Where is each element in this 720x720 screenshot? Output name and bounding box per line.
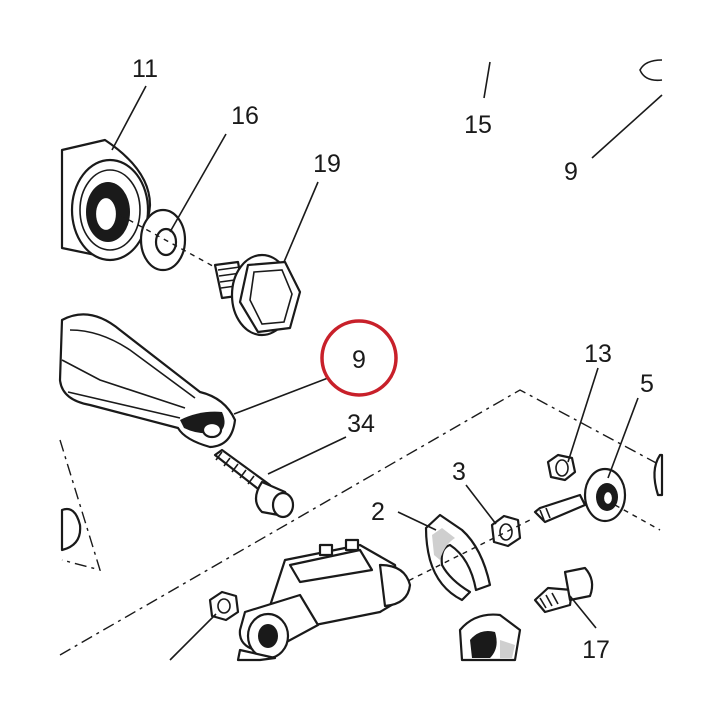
callout-17: 17 — [582, 636, 610, 664]
part-34-screw — [213, 448, 295, 519]
part-9-arm — [58, 313, 237, 449]
part-top-right — [639, 59, 663, 82]
part-master-cylinder — [236, 538, 412, 662]
part-2-clamp — [424, 513, 492, 602]
callout-11: 11 — [132, 55, 158, 83]
part-3-nut — [490, 514, 522, 548]
callout-34: 34 — [347, 410, 375, 438]
callout-9-circled: 9 — [352, 346, 366, 374]
part-19-flange-bolt — [213, 253, 302, 337]
callout-19: 19 — [313, 150, 341, 178]
leader-lines — [111, 61, 663, 661]
part-17-bolt — [533, 566, 594, 614]
part-11-roller — [60, 138, 152, 262]
assembly-axis-rod — [614, 504, 661, 531]
part-5-rod-end — [533, 467, 627, 524]
callout-9-top: 9 — [564, 158, 578, 186]
highlight-circle — [320, 319, 398, 397]
callout-15: 15 — [464, 111, 492, 139]
callout-2: 2 — [371, 498, 385, 526]
assembly-boundary-lines — [59, 389, 661, 656]
callout-3: 3 — [452, 458, 466, 486]
part-clip-left — [60, 507, 82, 552]
callout-5: 5 — [640, 370, 654, 398]
part-nut-bottom — [208, 590, 240, 622]
part-ring-right — [653, 453, 664, 497]
callout-13: 13 — [584, 340, 612, 368]
part-16-washer — [139, 208, 187, 272]
assembly-axis-cylinder — [399, 519, 531, 586]
callout-16: 16 — [231, 102, 259, 130]
part-13-nut — [546, 453, 577, 482]
part-fitting-bottom — [458, 613, 522, 662]
callout-labels: 11 16 19 15 9 9 34 13 5 3 2 17 — [132, 55, 654, 664]
